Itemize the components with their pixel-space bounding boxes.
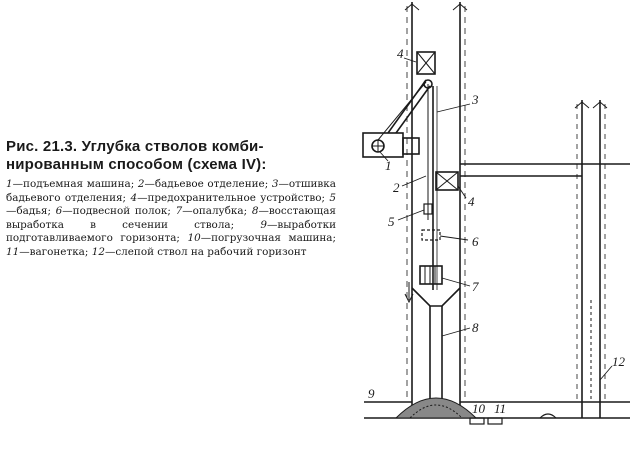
legend-text: предохранительное устройство; [147,191,325,204]
mine-car [487,417,503,425]
headframe-strut [387,79,427,134]
figure-caption: Рис. 21.3. Углубка стволов комби- нирова… [6,138,336,260]
legend-num: 2 [137,178,145,190]
drift-detail [539,413,557,419]
headframe-strut [395,85,431,134]
label-1: 1 [385,158,392,173]
loading-machine [469,417,485,425]
legend-text: подвесной полок; [72,205,171,218]
legend-num: 5 [329,191,336,204]
legend-num: 7 [175,205,183,218]
figure-title-line1: Рис. 21.3. Углубка стволов комби- [6,138,264,155]
legend-num: 12 [91,245,105,258]
label-4-lower: 4 [468,194,475,209]
legend-text: опалубка; [192,205,248,218]
label-7: 7 [472,279,479,294]
protective-device-top [416,51,436,75]
legend-num: 4 [130,191,138,204]
figure-legend: 1—подъемная машина; 2—бадьевое отделение… [6,178,337,258]
label-3: 3 [471,92,479,107]
legend-text: бадьевое отделение; [154,178,269,190]
legend-text: слепой ствол на рабочий горизонт [115,245,307,258]
label-10: 10 [472,401,486,416]
figure-title: Рис. 21.3. Углубка стволов комби- нирова… [6,138,336,174]
legend-text: выработки подготавливаемого горизонта; [6,218,337,245]
protective-device-lower [435,171,459,191]
label-6: 6 [472,234,479,249]
wall-hatching [406,6,466,400]
figure-title-line2: нированным способом (схема IV): [6,156,267,173]
bucket [423,203,433,215]
legend-num: 3 [271,178,279,190]
legend-num: 11 [6,245,20,258]
hanging-scaffold [421,229,441,241]
legend-text: бадья; [16,205,51,218]
legend-text: отшивка бадьевого отделения; [6,178,336,204]
label-8: 8 [472,320,479,335]
hoist-gearbox [402,137,420,155]
label-9: 9 [368,386,375,401]
formwork [419,265,443,285]
legend-num: 6 [55,205,63,218]
label-11: 11 [494,401,506,416]
legend-num: 1 [6,178,13,190]
shaft-bottom-funnel [411,287,461,307]
legend-text: восстающая выработка в сечении ствола; [6,205,336,231]
label-5: 5 [388,214,395,229]
legend-num: 8 [251,205,259,218]
muck-pile [394,397,478,419]
label-4-top: 4 [397,46,404,61]
legend-text: погрузочная машина; [211,232,336,245]
legend-num: 10 [187,232,201,245]
legend-text: подъемная машина; [23,178,135,190]
label-12: 12 [612,354,626,369]
legend-num: 9 [260,218,267,231]
label-2: 2 [393,180,400,195]
hoisting-machine [362,132,404,158]
hoist-rope [377,81,427,141]
legend-text: вагонетка; [29,245,89,258]
